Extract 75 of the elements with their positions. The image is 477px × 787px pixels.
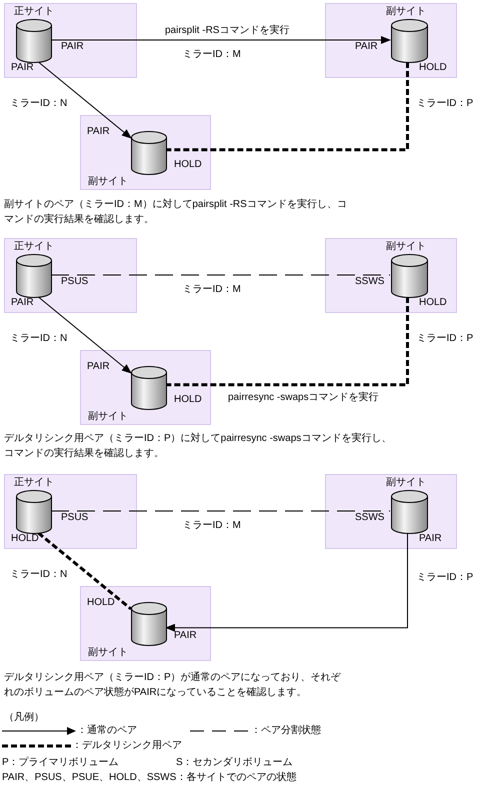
status-label: HOLD xyxy=(419,297,447,309)
dashed-connector xyxy=(50,274,390,276)
status-label: HOLD xyxy=(174,159,202,171)
site-label: 副サイト xyxy=(386,241,426,253)
legend-note: P：プライマリボリューム xyxy=(2,757,119,769)
volume-cylinder xyxy=(131,131,167,175)
arrow xyxy=(50,36,391,44)
edge-label: ミラーID：N xyxy=(10,569,68,581)
status-label: PSUS xyxy=(61,512,88,524)
dashed-connector xyxy=(50,510,390,512)
site-box xyxy=(80,115,211,190)
status-label: HOLD xyxy=(11,533,39,545)
site-box xyxy=(4,474,137,549)
arrow xyxy=(38,62,132,139)
status-label: PAIR xyxy=(11,62,34,74)
arrow xyxy=(165,532,408,632)
volume-cylinder xyxy=(16,490,52,534)
legend-label: ：通常のペア xyxy=(77,725,137,737)
caption: デルタリシンク用ペア（ミラーID：P）に対してpairresync -swapsコマンドを実行し、コマンドの実行結果を確認します。 xyxy=(4,432,392,461)
volume-cylinder xyxy=(16,19,52,63)
status-label: PAIR xyxy=(355,41,378,53)
status-label: SSWS xyxy=(355,512,384,524)
site-label: 副サイト xyxy=(386,6,426,18)
site-box xyxy=(325,238,457,313)
status-label: SSWS xyxy=(355,276,384,288)
legend-note: （凡例） xyxy=(4,712,44,724)
thick-dashed-connector xyxy=(166,62,409,152)
volume-cylinder xyxy=(391,490,428,534)
site-box xyxy=(325,474,457,549)
edge-label: ミラーID：M xyxy=(182,49,241,61)
status-label: HOLD xyxy=(419,62,447,74)
site-box xyxy=(4,238,137,313)
volume-cylinder xyxy=(131,366,167,410)
thick-dashed-connector xyxy=(166,297,409,386)
status-label: HOLD xyxy=(174,394,202,406)
volume-cylinder xyxy=(391,19,428,63)
status-label: PAIR xyxy=(174,630,197,642)
site-label: 正サイト xyxy=(14,6,54,18)
site-label: 副サイト xyxy=(88,411,128,423)
status-label: PAIR xyxy=(11,297,34,309)
status-label: PAIR xyxy=(61,41,84,53)
edge-label: ミラーID：P xyxy=(416,98,474,110)
site-label: 副サイト xyxy=(88,647,128,659)
site-box xyxy=(4,3,137,78)
status-label: PAIR xyxy=(419,533,442,545)
site-label: 副サイト xyxy=(88,176,128,188)
legend-label: ：デルタリシンク用ペア xyxy=(72,740,182,752)
site-label: 正サイト xyxy=(14,477,54,489)
status-label: PAIR xyxy=(87,361,110,373)
command-label: pairresync -swapsコマンドを実行 xyxy=(228,392,379,404)
edge-label: ミラーID：N xyxy=(10,98,68,110)
edge-label: ミラーID：P xyxy=(416,572,474,584)
command-label: pairsplit -RSコマンドを実行 xyxy=(165,25,290,37)
caption: デルタリシンク用ペア（ミラーID：P）が通常のペアになっており、それぞれのボリュームのペア状態がPAIRになっていることを確認します。 xyxy=(4,670,342,700)
legend-label: ：ペア分割状態 xyxy=(251,725,321,737)
status-label: HOLD xyxy=(87,597,115,609)
thick-dashed-connector xyxy=(37,532,132,610)
site-label: 正サイト xyxy=(14,241,54,253)
edge-label: ミラーID：M xyxy=(182,520,241,532)
site-box xyxy=(325,3,457,78)
legend-note: PAIR、PSUS、PSUE、HOLD、SSWS：各サイトでのペアの状態 xyxy=(2,772,296,784)
arrow xyxy=(38,296,132,374)
status-label: PSUS xyxy=(61,276,88,288)
edge-label: ミラーID：P xyxy=(416,332,474,345)
edge-label: ミラーID：M xyxy=(182,284,241,296)
legend-note: S：セカンダリボリューム xyxy=(176,757,293,769)
site-box xyxy=(80,350,211,425)
edge-label: ミラーID：N xyxy=(10,333,68,345)
status-label: PAIR xyxy=(87,126,110,138)
volume-cylinder xyxy=(391,254,428,298)
volume-cylinder xyxy=(131,602,167,646)
site-label: 副サイト xyxy=(386,477,426,489)
caption: 副サイトのペア（ミラーID：M）に対してpairsplit -RSコマンドを実行し、コマンドの実行結果を確認します。 xyxy=(4,198,348,227)
volume-cylinder xyxy=(16,254,52,298)
site-box xyxy=(80,586,211,661)
